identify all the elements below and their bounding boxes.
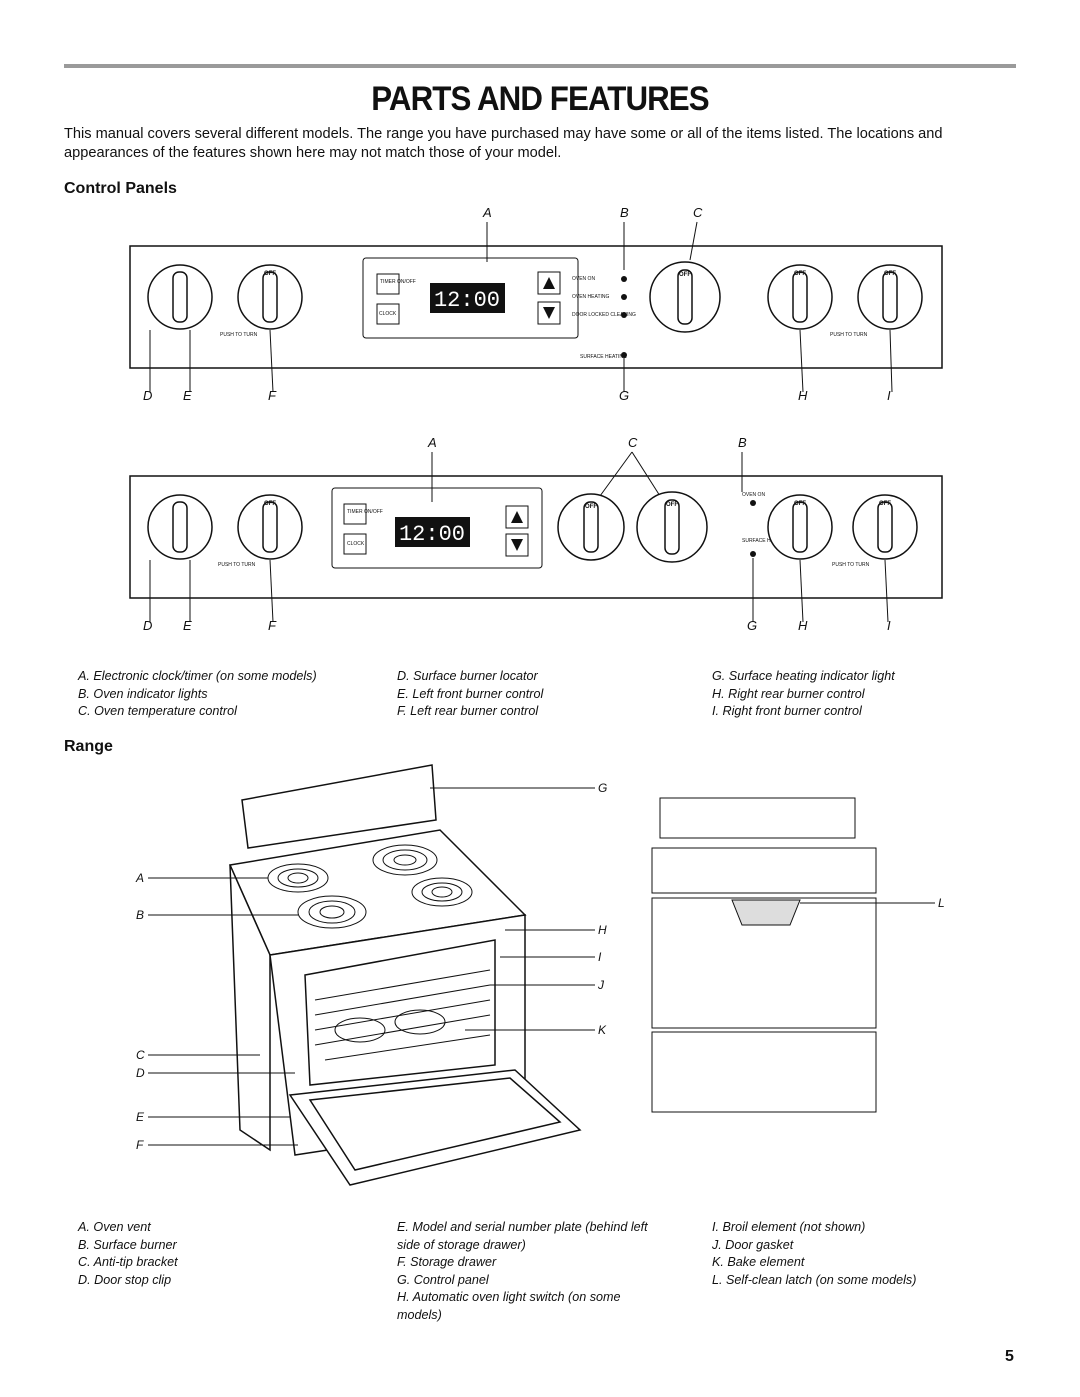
range-legend-col-1: A. Oven vent B. Surface burner C. Anti-t… (78, 1220, 178, 1287)
control-panel-figure-2: A C B 12:00 TIMER ON/OFF CLOCK OVEN ON S… (129, 435, 943, 633)
svg-text:OFF: OFF (264, 271, 276, 277)
range-callout-l: L (938, 896, 945, 910)
control-legend-col-1: A. Electronic clock/timer (on some model… (78, 669, 317, 718)
page-title: PARTS AND FEATURES (371, 80, 709, 118)
control-legend-col-2: D. Surface burner locator E. Left front … (397, 669, 544, 718)
range-callout-h: H (598, 923, 607, 937)
callout-i: I (887, 388, 891, 403)
svg-text:PUSH TO TURN: PUSH TO TURN (218, 562, 256, 568)
svg-text:G: G (747, 618, 757, 633)
svg-text:OVEN HEATING: OVEN HEATING (572, 294, 610, 300)
svg-text:OFF: OFF (585, 504, 597, 510)
range-callout-b: B (136, 908, 144, 922)
callout-c: C (693, 205, 703, 220)
range-callout-a: A (135, 871, 144, 885)
svg-text:OFF: OFF (679, 272, 691, 278)
intro-paragraph: This manual covers several different mod… (64, 126, 943, 161)
range-legend-col-3: I. Broil element (not shown) J. Door gas… (712, 1220, 917, 1287)
range-callout-f: F (136, 1138, 144, 1152)
svg-text:PUSH TO TURN: PUSH TO TURN (220, 332, 258, 338)
svg-text:I: I (887, 618, 891, 633)
control-legend-col-3: G. Surface heating indicator light H. Ri… (712, 669, 895, 718)
svg-text:OFF: OFF (666, 502, 678, 508)
svg-text:OFF: OFF (264, 501, 276, 507)
svg-text:CLOCK: CLOCK (379, 311, 397, 317)
svg-text:OFF: OFF (794, 501, 806, 507)
callout-b: B (620, 205, 629, 220)
svg-text:SURFACE HEATING: SURFACE HEATING (742, 538, 789, 544)
page-number: 5 (1005, 1348, 1014, 1365)
range-callout-g: G (598, 781, 607, 795)
callout-b: B (738, 435, 747, 450)
svg-text:OFF: OFF (884, 271, 896, 277)
callout-d: D (143, 388, 152, 403)
svg-text:PUSH TO TURN: PUSH TO TURN (832, 562, 870, 568)
svg-text:TIMER ON/OFF: TIMER ON/OFF (347, 509, 383, 515)
svg-text:OFF: OFF (794, 271, 806, 277)
range-heading: Range (64, 738, 113, 755)
svg-text:OVEN ON: OVEN ON (572, 276, 595, 282)
range-callout-j: J (597, 978, 605, 992)
range-callout-c: C (136, 1048, 145, 1062)
control-panel-figure-1: A B C 12:00 TIMER ON/OFF CLOCK OVEN ON O… (129, 205, 943, 403)
callout-h: H (798, 388, 808, 403)
callout-f: F (268, 388, 277, 403)
range-callout-d: D (136, 1066, 145, 1080)
range-callout-k: K (598, 1023, 607, 1037)
callout-a: A (482, 205, 492, 220)
callout-a: A (427, 435, 437, 450)
svg-text:PUSH TO TURN: PUSH TO TURN (830, 332, 868, 338)
svg-text:OFF: OFF (879, 501, 891, 507)
clock-display (430, 283, 505, 313)
callout-g: G (619, 388, 629, 403)
svg-text:DOOR LOCKED CLEANING: DOOR LOCKED CLEANING (572, 312, 636, 318)
control-panels-heading: Control Panels (64, 180, 177, 197)
range-legend-col-2: E. Model and serial number plate (behind… (397, 1220, 648, 1322)
svg-text:D: D (143, 618, 152, 633)
top-rule (64, 64, 1016, 68)
svg-text:CLOCK: CLOCK (347, 541, 365, 547)
svg-text:H: H (798, 618, 808, 633)
svg-text:E: E (183, 618, 192, 633)
svg-text:12:00: 12:00 (399, 522, 465, 547)
svg-text:SURFACE HEATING: SURFACE HEATING (580, 354, 627, 360)
callout-e: E (183, 388, 192, 403)
callout-c: C (628, 435, 638, 450)
range-figure: A B C D E F G H I J K L (135, 764, 945, 1186)
range-callout-i: I (598, 950, 602, 964)
svg-text:TIMER ON/OFF: TIMER ON/OFF (380, 279, 416, 285)
svg-text:OVEN ON: OVEN ON (742, 492, 765, 498)
range-callout-e: E (136, 1110, 145, 1124)
svg-text:F: F (268, 618, 277, 633)
display-time: 12:00 (434, 288, 500, 313)
